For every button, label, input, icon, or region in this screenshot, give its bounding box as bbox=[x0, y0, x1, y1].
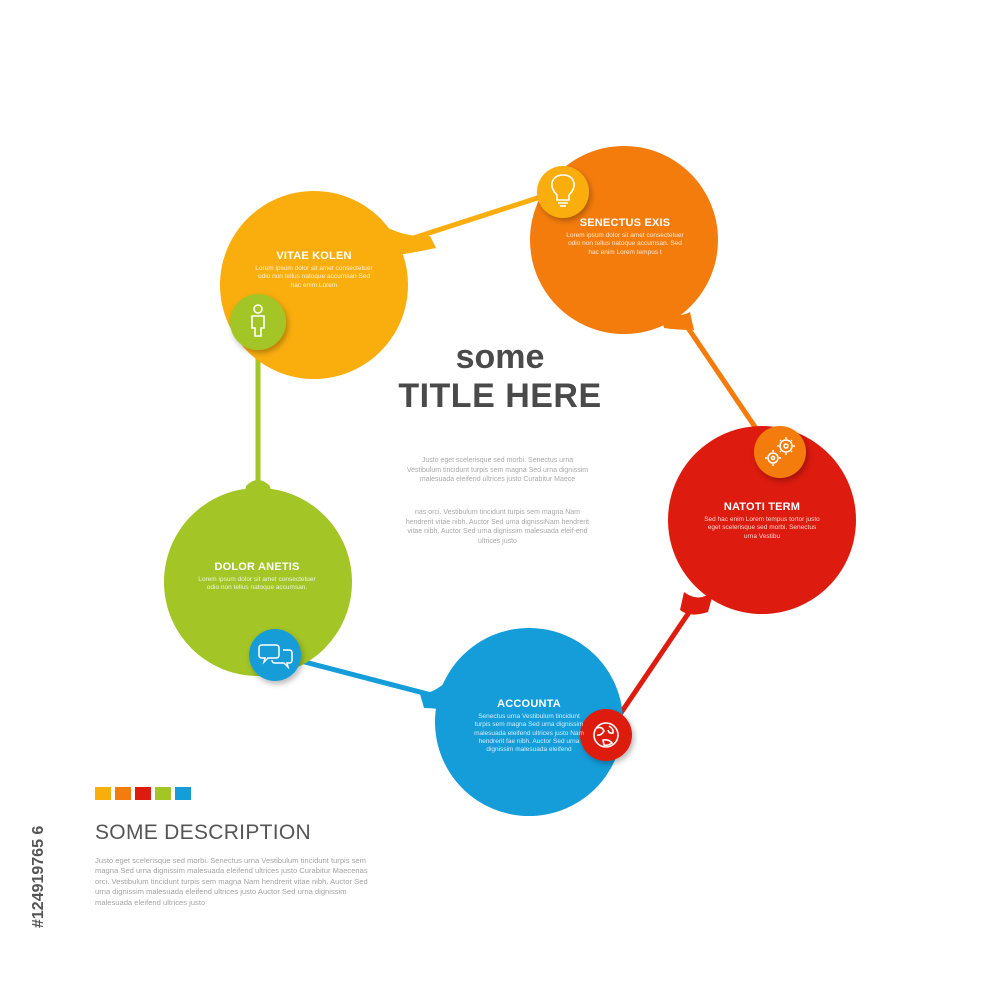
node-vitae: VITAE KOLEN Lorem ipsum dolor sit amet c… bbox=[252, 250, 376, 290]
palette-swatch bbox=[135, 787, 151, 800]
lightbulb-icon bbox=[551, 174, 575, 207]
palette-swatch bbox=[155, 787, 171, 800]
watermark-id: #124919765 6 bbox=[2, 748, 47, 928]
watermark-id-text: #124919765 6 bbox=[30, 825, 47, 928]
node-circle-dolor bbox=[164, 488, 352, 676]
connector-vitae-senectus bbox=[395, 189, 559, 246]
center-paragraph-2: nas orci. Vestibulum tincidunt turpis se… bbox=[405, 509, 590, 545]
badge-lightbulb bbox=[537, 166, 589, 218]
gears-icon bbox=[765, 437, 795, 466]
node-body: Lorem ipsum dolor sit amet consectetuer … bbox=[566, 232, 684, 256]
node-dolor: DOLOR ANETIS Lorem ipsum dolor sit amet … bbox=[196, 561, 318, 593]
node-circle-natoti bbox=[668, 426, 856, 614]
main-title-line1: some bbox=[455, 338, 545, 376]
badge-person bbox=[230, 294, 286, 350]
main-title-line2: TITLE HERE bbox=[398, 377, 602, 415]
node-body: Senectus urna Vestibulum tincidunt turpi… bbox=[474, 713, 584, 754]
center-paragraph-1: Justo eget scelerisque sed morbi. Senect… bbox=[406, 457, 589, 483]
node-body: Sed hac enim Lorem tempus tortor justo e… bbox=[704, 516, 820, 540]
globe-icon bbox=[593, 722, 619, 748]
person-icon bbox=[251, 304, 265, 337]
description-body: Justo eget scelerisque sed morbi. Senect… bbox=[95, 856, 368, 907]
flare-natoti bbox=[680, 590, 714, 615]
icon-badges bbox=[230, 166, 806, 761]
palette-swatch bbox=[95, 787, 111, 800]
badge-gears bbox=[754, 426, 806, 478]
badge-chat bbox=[249, 629, 301, 681]
node-accounta: ACCOUNTA Senectus urna Vestibulum tincid… bbox=[474, 698, 584, 754]
chat-icon bbox=[258, 644, 293, 670]
node-title: SENECTUS EXIS bbox=[579, 217, 671, 229]
node-title: NATOTI TERM bbox=[723, 501, 801, 513]
node-body: Lorem ipsum dolor sit amet consectetuer … bbox=[198, 576, 316, 592]
node-title: VITAE KOLEN bbox=[276, 250, 352, 262]
node-senectus: SENECTUS EXIS Lorem ipsum dolor sit amet… bbox=[564, 217, 686, 257]
node-title: DOLOR ANETIS bbox=[214, 561, 300, 573]
node-body: Lorem ipsum dolor sit amet consectetuer … bbox=[255, 265, 373, 289]
badge-globe bbox=[580, 709, 632, 761]
color-palette bbox=[95, 787, 191, 800]
node-circle-accounta bbox=[435, 628, 623, 816]
main-title: some TITLE HERE bbox=[370, 338, 630, 416]
palette-swatch bbox=[115, 787, 131, 800]
node-title: ACCOUNTA bbox=[497, 698, 561, 710]
node-natoti: NATOTI TERM Sed hac enim Lorem tempus to… bbox=[702, 501, 822, 541]
palette-swatch bbox=[175, 787, 191, 800]
description-title: SOME DESCRIPTION bbox=[95, 821, 311, 844]
